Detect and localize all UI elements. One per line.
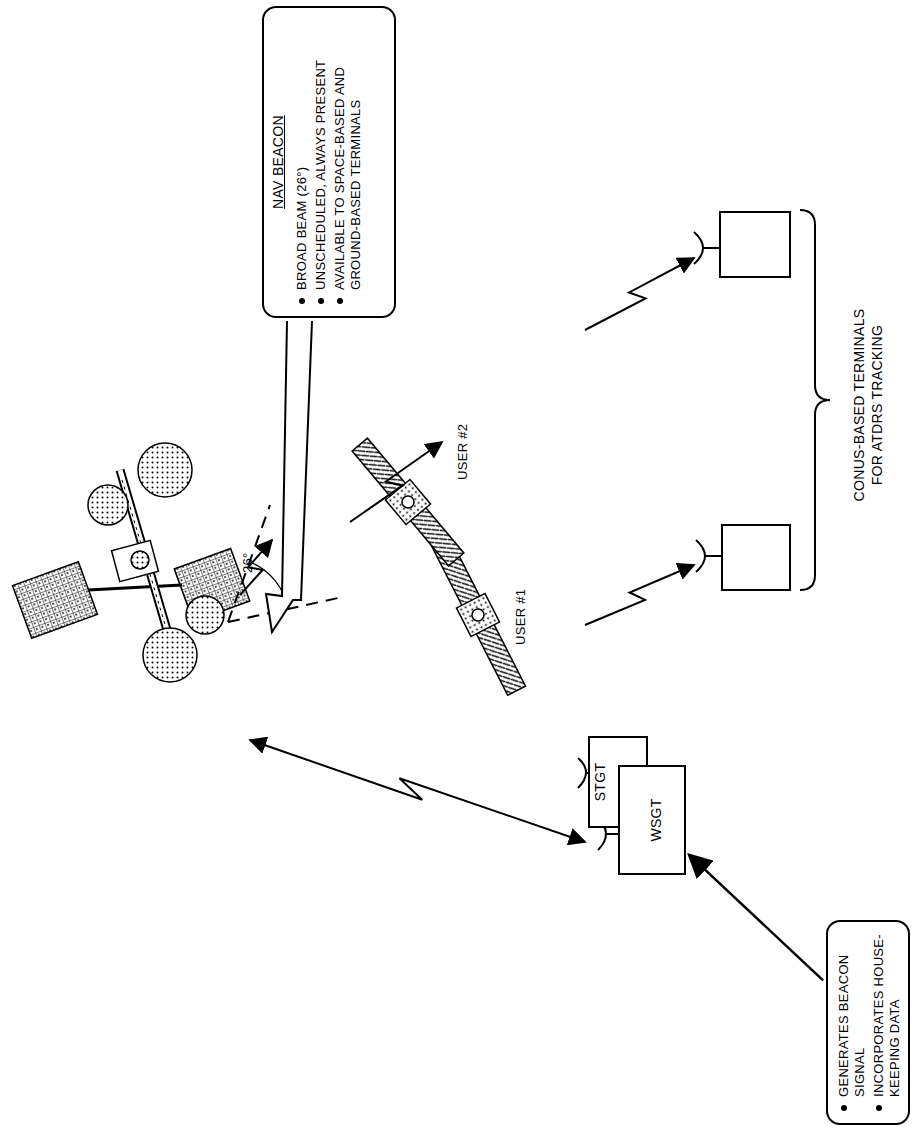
bullet-text: UNSCHEDULED, ALWAYS PRESENT — [313, 16, 329, 310]
brace — [800, 210, 830, 590]
signal-arrow — [250, 740, 585, 842]
callout-arrow — [689, 855, 823, 981]
bullet-dot — [876, 1105, 882, 1111]
user-label: USER #2 — [455, 424, 471, 480]
callout-box: GENERATES BEACON SIGNALINCORPORATES HOUS… — [826, 920, 910, 1125]
bullet-text: AVAILABLE TO SPACE-BASED AND GROUND-BASE… — [332, 16, 364, 310]
callout-tail — [266, 321, 312, 632]
station-box: WSGT — [618, 765, 686, 875]
bullet-dot — [299, 298, 305, 304]
callout-heading: NAV BEACON — [270, 8, 286, 316]
signal-arrow — [240, 540, 272, 595]
user-satellite — [348, 434, 469, 569]
angle-label: 26° — [240, 552, 256, 573]
bullet-dot — [337, 298, 343, 304]
tdrs-satellite — [13, 443, 250, 682]
group-label: CONUS-BASED TERMINALS FOR ATDRS TRACKING — [850, 295, 886, 515]
station-label: WSGT — [620, 767, 664, 873]
bullet-dot — [841, 1105, 847, 1111]
signal-arrow — [585, 258, 694, 330]
signal-arrow — [350, 442, 442, 522]
user-label: USER #1 — [513, 589, 529, 645]
callout-box: NAV BEACON BROAD BEAM (26°)UNSCHEDULED, A… — [262, 6, 396, 318]
bullet-text: BROAD BEAM (26°) — [294, 16, 310, 310]
signal-arrow — [585, 565, 694, 625]
conus-terminal — [694, 212, 790, 590]
bullet-dot — [318, 298, 324, 304]
bullet-text: GENERATES BEACON SIGNAL — [836, 930, 868, 1117]
station-label: STGT — [590, 738, 608, 826]
bullet-text: INCORPORATES HOUSE-KEEPING DATA — [871, 930, 903, 1117]
